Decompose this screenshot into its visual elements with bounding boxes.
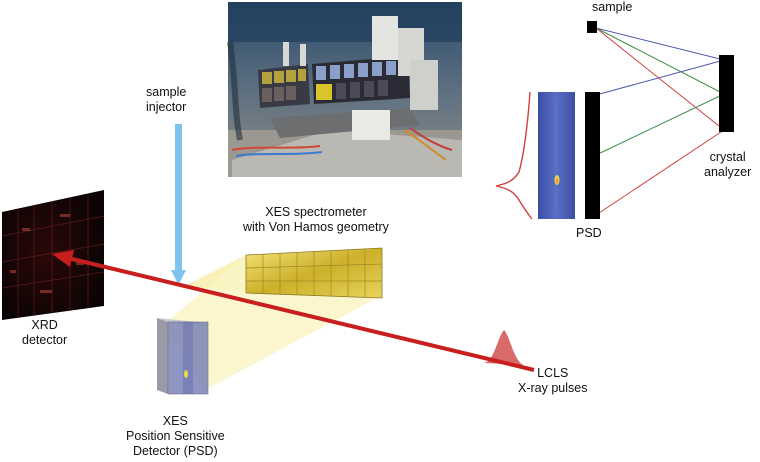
emission-curve xyxy=(495,91,533,220)
crystal-analyzer-bar xyxy=(719,55,734,132)
xes-spectrometer-label: XES spectrometer with Von Hamos geometry xyxy=(243,205,389,234)
xes-psd-label: XES Position Sensitive Detector (PSD) xyxy=(126,414,225,458)
xray-beam-arrow xyxy=(52,250,535,372)
x-ray-pulse xyxy=(484,330,524,365)
sample-injector-arrow xyxy=(171,124,186,285)
sample-label: sample xyxy=(592,0,633,14)
psd-label: PSD xyxy=(576,226,602,240)
psd-bar xyxy=(585,92,600,219)
lcls-label: LCLS X-ray pulses xyxy=(518,366,588,395)
analyzer-rays xyxy=(595,27,725,216)
schematic-sample-marker xyxy=(587,21,597,33)
xrd-detector-label: XRD detector xyxy=(22,318,68,347)
crystal-analyzer-label: crystal analyzer xyxy=(704,150,752,179)
xes-crystal-array xyxy=(245,247,383,299)
schematic xyxy=(495,21,734,220)
xrd-detector-image xyxy=(1,190,105,320)
xes-psd-detector xyxy=(157,318,209,395)
spectrometer-photo xyxy=(227,2,462,177)
sample-injector-label: sample injector xyxy=(146,85,187,114)
